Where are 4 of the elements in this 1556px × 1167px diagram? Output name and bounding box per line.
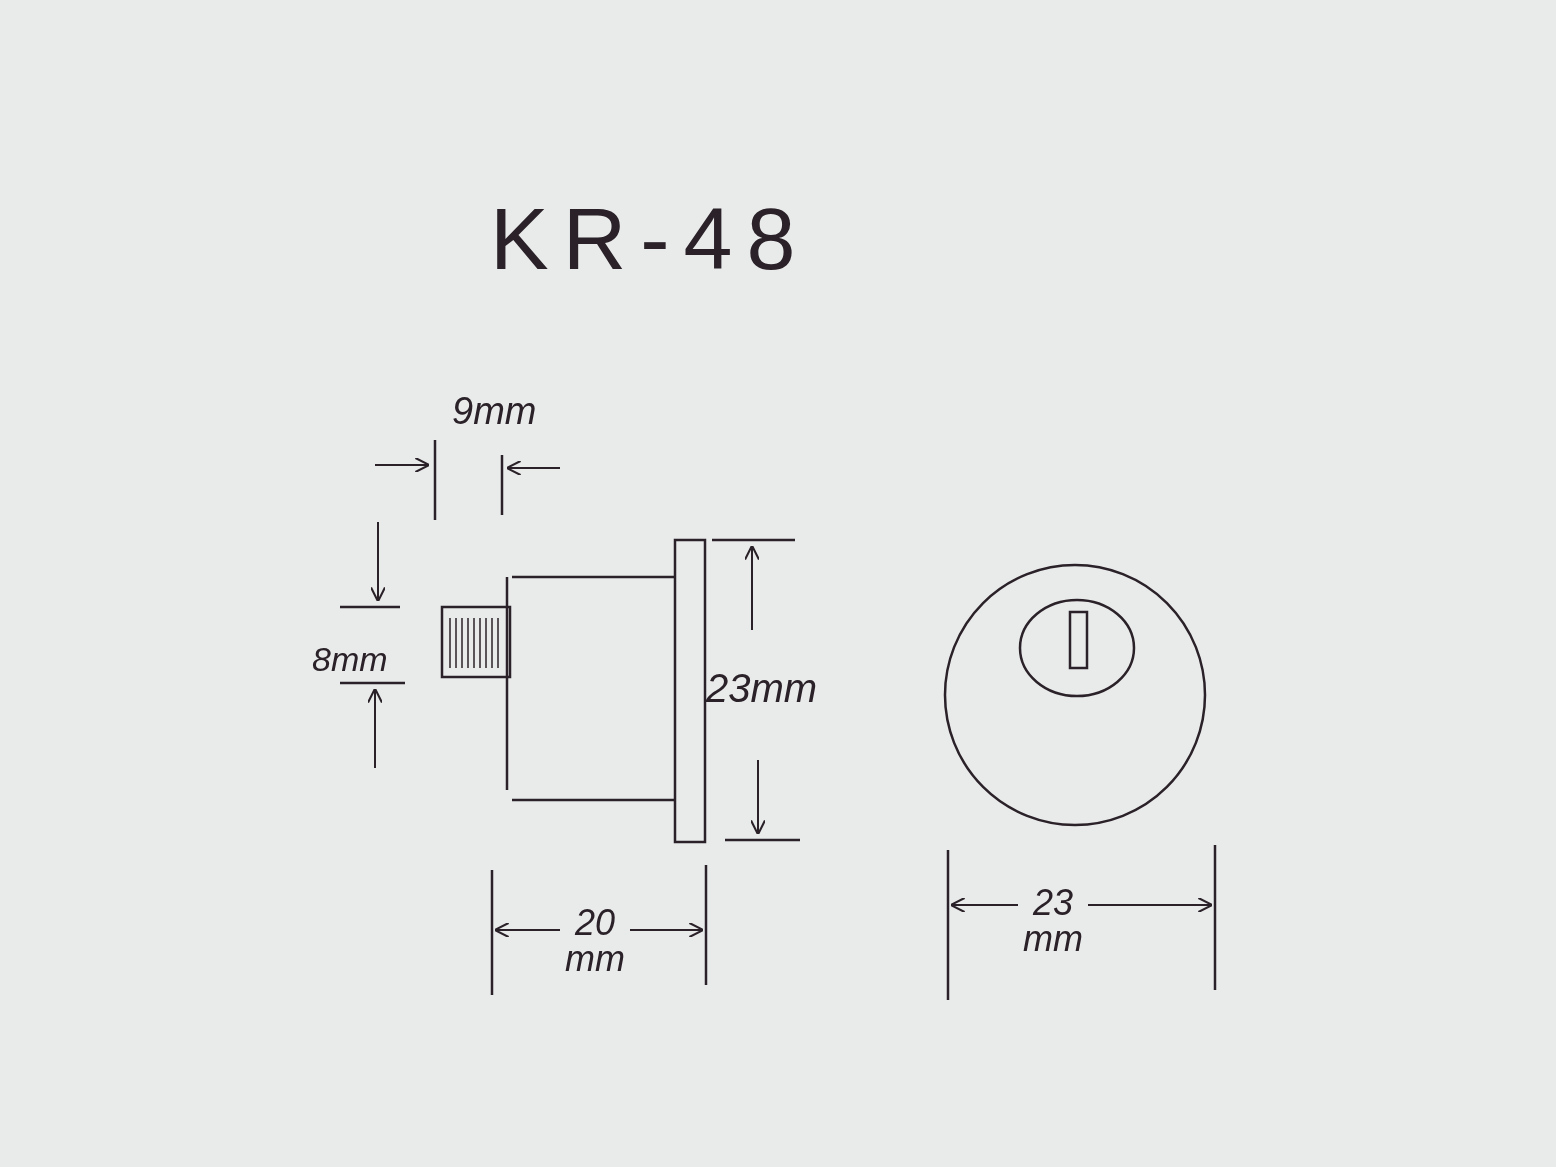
- dimension-label: 23mm: [706, 668, 818, 708]
- dimension-label: 9mm: [452, 392, 537, 430]
- dimension-label: 8mm: [312, 642, 388, 676]
- title: KR-48: [490, 195, 810, 283]
